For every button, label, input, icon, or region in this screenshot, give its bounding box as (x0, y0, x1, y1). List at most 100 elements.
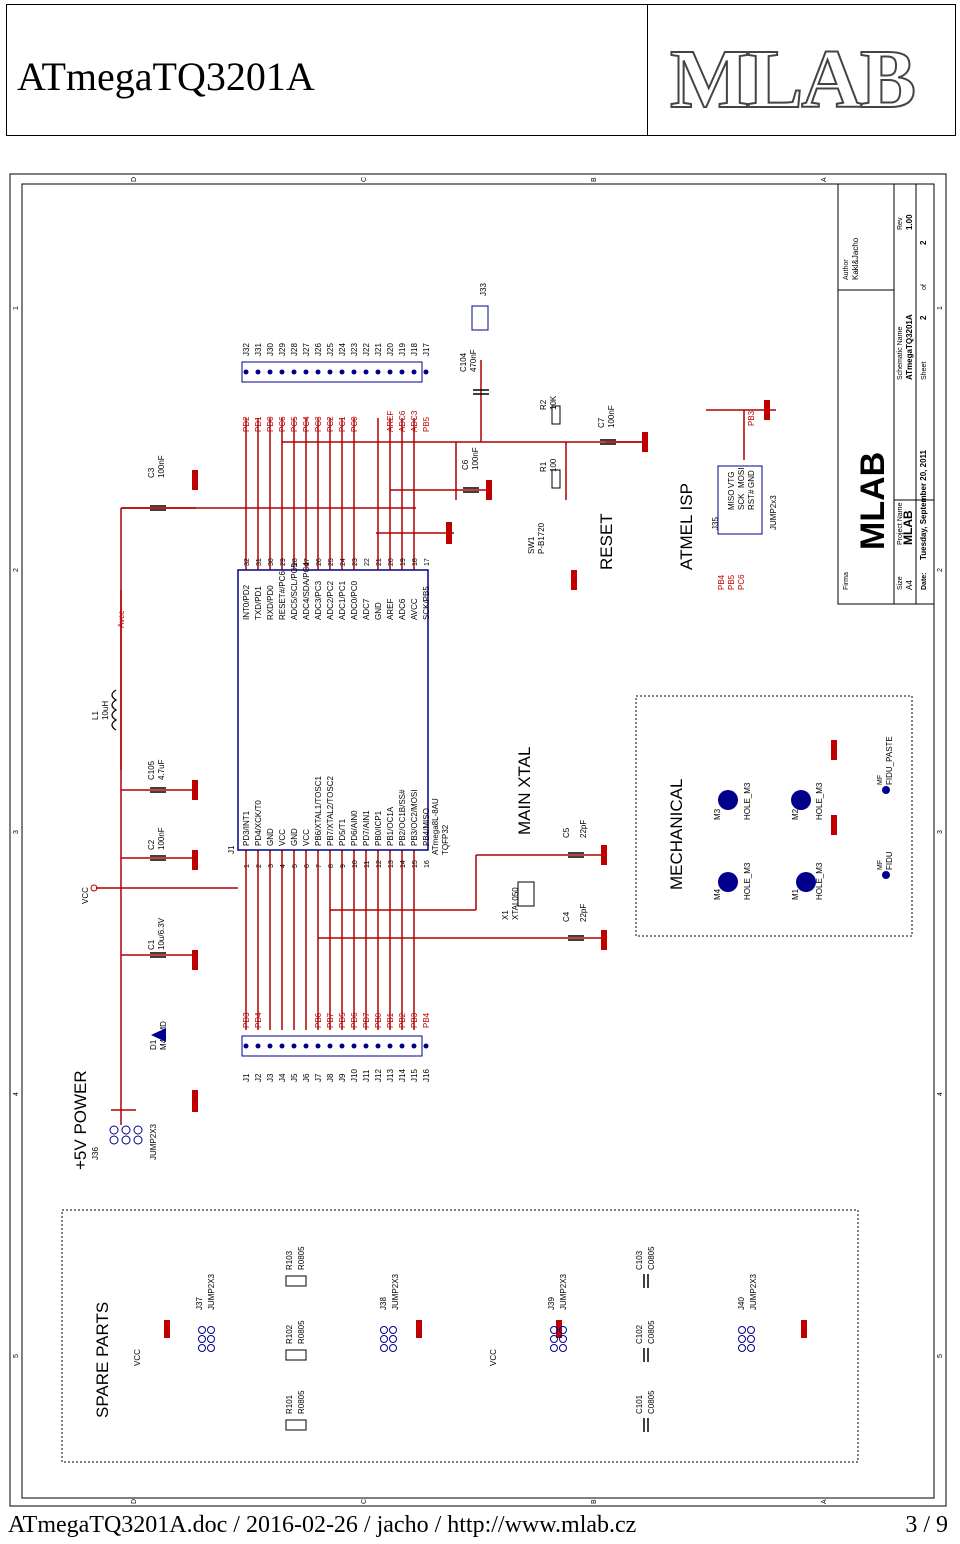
mcu-pin-label: PD6/AIN0 (350, 810, 359, 846)
zone-number: 2 (13, 568, 20, 572)
mcu-package: TQFP32 (441, 824, 450, 855)
zone-letter: D (131, 177, 138, 182)
j39-value: JUMP2X3 (559, 1273, 568, 1310)
r102-body (285, 1349, 307, 1361)
top-connector-strip (241, 361, 423, 383)
connector-pin (339, 369, 345, 375)
j35-ref: J35 (711, 517, 720, 530)
mcu-pin-label: ADC6 (398, 598, 407, 620)
zone-number: 2 (937, 568, 944, 572)
j33-ref: J33 (479, 283, 488, 296)
mcu-pin-number: 31 (256, 558, 263, 566)
zone-letter: A (821, 1499, 828, 1504)
connector-ref: J23 (350, 343, 359, 356)
connector-pin (255, 369, 261, 375)
vcc-label: VCC (81, 887, 90, 904)
connector-ref: J27 (302, 343, 311, 356)
connector-pin (303, 369, 309, 375)
fidu-ref: MF (877, 860, 884, 870)
bottom-connector-strip (241, 1035, 423, 1057)
zone-number: 1 (13, 306, 20, 310)
zone-number: 5 (13, 1354, 20, 1358)
r1-ref: R1 (539, 461, 548, 472)
connector-ref: J29 (278, 343, 287, 356)
r101-value: R0805 (297, 1390, 306, 1414)
mcu-pin-label: TXD/PD1 (254, 586, 263, 620)
connector-ref: J28 (290, 343, 299, 356)
connector-pin (267, 369, 273, 375)
mcu-pin-number: 3 (268, 864, 275, 868)
connector-ref: J30 (266, 343, 275, 356)
mcu-pin-label: RXD/PD0 (266, 585, 275, 620)
connector-pin (279, 1043, 285, 1049)
j37-pin (207, 1326, 215, 1334)
connector-ref: J1 (242, 1073, 251, 1082)
l1-ref: L1 (91, 711, 100, 720)
connector-net: PD1 (254, 416, 263, 432)
sw1-value: P-B1720 (537, 522, 546, 554)
fidu-paste-value: FIDU_PASTE (885, 736, 894, 785)
connector-pin (387, 1043, 393, 1049)
mcu-pin-label: PD7/AIN1 (362, 810, 371, 846)
tb-size: A4 (905, 580, 914, 590)
connector-net: PB6 (314, 1012, 323, 1028)
sw1-ref: SW1 (527, 536, 536, 554)
c3-value: 100nF (157, 455, 166, 478)
c102-value: C0805 (647, 1320, 656, 1344)
connector-net: PD4 (254, 1012, 263, 1028)
j37-pin (198, 1326, 206, 1334)
zone-letter: B (591, 1499, 598, 1504)
connector-net: ADC6 (398, 410, 407, 432)
connector-ref: J18 (410, 343, 419, 356)
connector-net: PB4 (422, 1012, 431, 1028)
j40-pin (747, 1335, 755, 1343)
connector-ref: J12 (374, 1069, 383, 1082)
connector-net: PB7 (326, 1012, 335, 1028)
mcu-pin-number: 25 (328, 558, 335, 566)
mcu-pin-label: GND (290, 828, 299, 846)
connector-pin (399, 369, 405, 375)
connector-pin (279, 369, 285, 375)
mcu-pin-number: 23 (352, 558, 359, 566)
mcu-pin-label: PB7/XTAL2/TOSC2 (326, 775, 335, 846)
jumper-j36 (109, 1125, 143, 1145)
isp-pin-label: RST# (747, 489, 756, 510)
j38-pin (380, 1335, 388, 1343)
j37-pin (207, 1335, 215, 1343)
connector-ref: J14 (398, 1069, 407, 1082)
connector-pin (363, 369, 369, 375)
mcu-pin-number: 17 (424, 558, 431, 566)
connector-pins (243, 369, 429, 1049)
connector-net: PD3 (242, 1012, 251, 1028)
connector-ref: J24 (338, 343, 347, 356)
c1-ref: C1 (147, 939, 156, 950)
zone-letter: B (591, 177, 598, 182)
spare-vcc-label: VCC (133, 1349, 142, 1366)
connector-pin (267, 1043, 273, 1049)
zone-letter: D (131, 1499, 138, 1504)
connector-ref: J25 (326, 343, 335, 356)
mcu-pin-number: 11 (364, 861, 371, 868)
connector-ref: J19 (398, 343, 407, 356)
r101-ref: R101 (285, 1394, 294, 1414)
zone-number: 3 (13, 830, 20, 834)
mcu-pin-number: 2 (256, 864, 263, 868)
isp-connector (717, 465, 763, 535)
j40-pin (738, 1344, 746, 1352)
mcu-pin-number: 1 (244, 864, 251, 868)
isp-net: PB4 (717, 574, 726, 590)
isp-pin-label: SCK (737, 493, 746, 510)
c101-value: C0805 (647, 1390, 656, 1414)
connector-pin (351, 369, 357, 375)
mlab-logo: MLAB (669, 32, 917, 127)
tb-sheet: 2 (919, 315, 928, 320)
connector-pin (363, 1043, 369, 1049)
isp-net: PB5 (727, 574, 736, 590)
avcc-label: Avcc (117, 611, 126, 628)
mcu-pin-number: 20 (388, 558, 395, 566)
spare-vcc-label: VCC (489, 1349, 498, 1366)
logo-cell: MLAB (647, 5, 956, 135)
mcu-pin-number: 7 (316, 864, 323, 868)
tb-schematic-name-label: Schematic Name (897, 327, 904, 380)
